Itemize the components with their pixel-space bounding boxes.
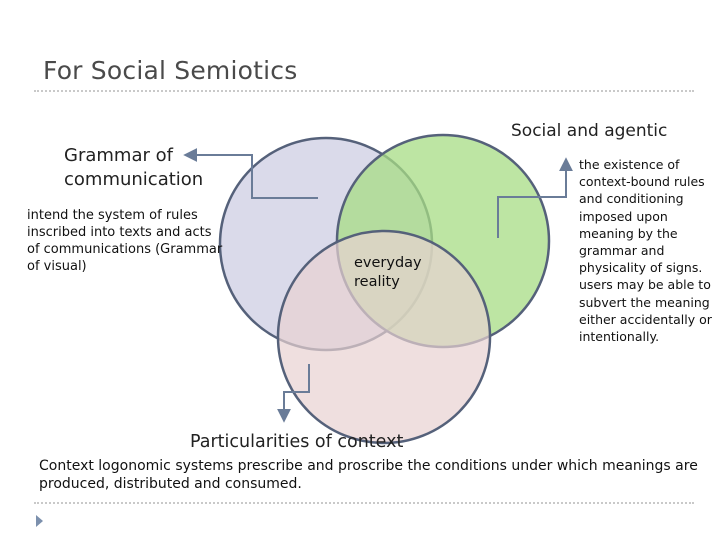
grammar-description: intend the system of rules inscribed int… [27, 208, 223, 274]
grammar-heading: Grammar of communication [64, 145, 204, 190]
footer-divider [34, 502, 694, 504]
context-description: Context logonomic systems prescribe and … [39, 458, 698, 492]
social-description: the existence of context-bound rules and… [579, 157, 712, 345]
arrow-grammar [183, 148, 318, 199]
arrow-social [497, 157, 573, 238]
circle-context [276, 229, 492, 445]
context-heading: Particularities of context [190, 432, 404, 452]
title-divider [34, 90, 694, 92]
arrow-context [277, 364, 310, 423]
center-label: everyday reality [354, 255, 422, 290]
social-heading: Social and agentic [511, 121, 668, 141]
slide-title: For Social Semiotics [43, 56, 298, 85]
bullet-icon [36, 515, 43, 527]
